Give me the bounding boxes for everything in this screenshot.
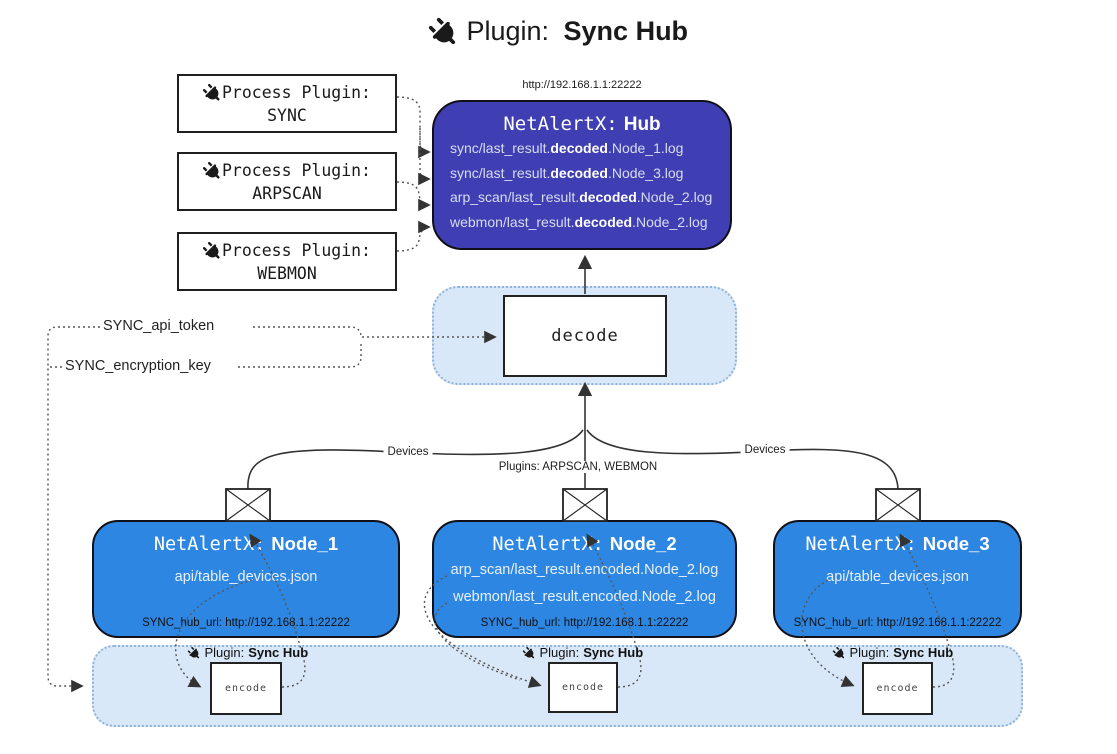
edge-label-devices-left: Devices xyxy=(383,446,433,458)
edge-webmon-to-hub xyxy=(396,220,431,252)
node-file: arp_scan/last_result.encoded.Node_2.log xyxy=(450,562,719,578)
encode-box: encode xyxy=(210,662,282,715)
setting-sync-api-token: SYNC_api_token xyxy=(100,318,218,334)
envelope-icon xyxy=(875,488,921,522)
hub-title-prefix: NetAlertX: xyxy=(503,113,618,135)
plug-icon xyxy=(199,158,226,185)
node-files: api/table_devices.json xyxy=(775,563,1020,591)
encode-plugin-label: Plugin:Sync Hub xyxy=(830,644,953,662)
title-name: Sync Hub xyxy=(563,16,689,46)
hub-file: sync/last_result.decoded.Node_3.log xyxy=(450,164,684,181)
edge-label-plugins: Plugins: ARPSCAN, WEBMON xyxy=(494,461,662,473)
node-files: api/table_devices.json xyxy=(94,563,398,591)
node1-box: NetAlertX:Node_1 api/table_devices.json … xyxy=(92,520,400,638)
encode-plugin-label: Plugin:Sync Hub xyxy=(520,644,643,662)
node-hub-url: SYNC_hub_url: http://192.168.1.1:22222 xyxy=(793,617,1002,629)
plug-icon xyxy=(520,644,538,662)
process-plugin-label: Process Plugin: xyxy=(221,161,371,180)
hub-url: http://192.168.1.1:22222 xyxy=(522,79,642,91)
node-title: NetAlertX:Node_2 xyxy=(492,533,677,555)
edge-sync-to-hub-1 xyxy=(396,96,431,159)
envelope-icon xyxy=(225,488,271,522)
plug-icon xyxy=(199,238,226,265)
process-plugin-label: Process Plugin: xyxy=(221,241,371,260)
edge-node1-devices xyxy=(247,429,584,490)
encode-box: encode xyxy=(548,662,618,713)
edge-arpscan-to-hub xyxy=(396,181,431,212)
process-plugin-name: ARPSCAN xyxy=(252,184,322,203)
node-files: arp_scan/last_result.encoded.Node_2.log … xyxy=(434,557,735,611)
node2-box: NetAlertX:Node_2 arp_scan/last_result.en… xyxy=(432,520,737,638)
node-hub-url: SYNC_hub_url: http://192.168.1.1:22222 xyxy=(480,617,689,629)
node-title: NetAlertX:Node_3 xyxy=(805,533,990,555)
process-plugin-sync: Process Plugin: SYNC xyxy=(177,74,397,133)
node-file: webmon/last_result.encoded.Node_2.log xyxy=(453,589,716,605)
hub-title: NetAlertX:Hub xyxy=(434,113,730,136)
node-hub-url: SYNC_hub_url: http://192.168.1.1:22222 xyxy=(142,617,350,629)
encode-plugin-label: Plugin:Sync Hub xyxy=(185,644,308,662)
node-file: api/table_devices.json xyxy=(174,569,318,585)
title-prefix: Plugin: xyxy=(466,16,550,46)
hub-file: arp_scan/last_result.decoded.Node_2.log xyxy=(450,189,713,205)
edge-settings-to-encoders xyxy=(47,326,100,693)
process-plugin-name: WEBMON xyxy=(257,264,317,283)
edge-sync-to-hub-2 xyxy=(418,128,431,186)
node-file: api/table_devices.json xyxy=(826,569,969,585)
plug-icon xyxy=(199,80,226,107)
process-plugin-name: SYNC xyxy=(267,106,307,125)
setting-sync-encryption-key: SYNC_encryption_key xyxy=(62,358,214,374)
plug-icon xyxy=(185,644,203,662)
hub-box: NetAlertX:Hub sync/last_result.decoded.N… xyxy=(432,100,732,250)
plug-icon xyxy=(830,644,848,662)
edge-node3-devices xyxy=(586,429,899,490)
plug-icon xyxy=(423,12,465,54)
encode-box: encode xyxy=(862,662,933,715)
page-title: Plugin: Sync Hub xyxy=(0,16,1117,48)
node3-box: NetAlertX:Node_3 api/table_devices.json … xyxy=(773,520,1022,638)
hub-title-name: Hub xyxy=(623,114,661,135)
edge-key-merge xyxy=(238,342,362,368)
node-title: NetAlertX:Node_1 xyxy=(153,533,339,555)
process-plugin-arpscan: Process Plugin: ARPSCAN xyxy=(177,152,397,211)
process-plugin-webmon: Process Plugin: WEBMON xyxy=(177,232,397,291)
hub-file: sync/last_result.decoded.Node_1.log xyxy=(450,140,684,156)
hub-file: webmon/last_result.decoded.Node_2.log xyxy=(450,213,708,230)
edge-label-devices-right: Devices xyxy=(740,444,790,456)
decode-box: decode xyxy=(503,295,667,377)
envelope-icon xyxy=(562,488,608,522)
process-plugin-label: Process Plugin: xyxy=(221,83,371,102)
